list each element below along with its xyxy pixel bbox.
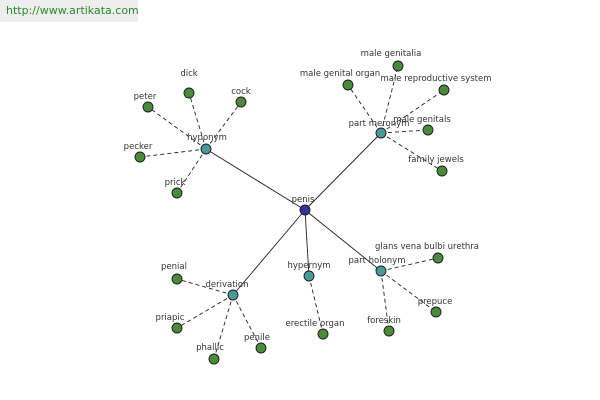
term-label-family-jewels: family jewels [408,155,464,165]
term-label-pecker: pecker [124,142,153,152]
relation-label-hypernym: hypernym [287,261,330,271]
term-label-foreskin: foreskin [367,316,401,326]
term-node-priapic[interactable] [171,322,183,334]
edge-part-meronym-to-term [347,84,382,134]
edge-part-holonym-to-term [380,270,390,332]
term-node-dick[interactable] [183,87,195,99]
term-node-erectile-organ[interactable] [317,328,329,340]
term-node-penile[interactable] [255,342,267,354]
edge-part-meronym-to-term [380,129,429,134]
term-node-peter[interactable] [142,101,154,113]
edge-hyponym-to-term [188,92,207,150]
term-label-peter: peter [134,92,157,102]
edge-center-to-hyponym [205,148,306,211]
center-node[interactable] [299,204,311,216]
edge-part-meronym-to-term [380,132,443,172]
edge-derivation-to-term [176,278,234,296]
term-label-priapic: priapic [156,313,185,323]
edge-center-to-part-holonym [304,209,382,272]
edge-hyponym-to-term [205,101,242,150]
term-label-penial: penial [161,262,187,272]
term-label-prick: prick [165,178,186,188]
term-label-cock: cock [231,87,251,97]
term-node-penial[interactable] [171,273,183,285]
relation-label-derivation: derivation [205,280,248,290]
term-label-male-reproductive-system: male reproductive system [380,74,491,84]
edge-part-holonym-to-term [380,270,437,313]
term-label-prepuce: prepuce [418,297,453,307]
term-node-family-jewels[interactable] [436,165,448,177]
edge-part-holonym-to-term [380,257,439,272]
edge-part-meronym-to-term [380,89,445,134]
edge-part-meronym-to-term [380,65,399,134]
term-label-glans-vena-bulbi-urethra: glans vena bulbi urethra [375,242,479,252]
center-label: penis [292,195,315,205]
edge-hypernym-to-term [308,275,324,335]
term-label-phallic: phallic [196,343,224,353]
watermark-url: http://www.artikata.com [6,4,139,17]
relation-label-part-meronym: part meronym [349,119,410,129]
term-node-pecker[interactable] [134,151,146,163]
term-node-male-genitals[interactable] [422,124,434,136]
term-node-foreskin[interactable] [383,325,395,337]
term-node-prepuce[interactable] [430,306,442,318]
term-node-male-genitalia[interactable] [392,60,404,72]
term-node-male-genital-organ[interactable] [342,79,354,91]
term-label-male-genitalia: male genitalia [361,49,422,59]
term-node-glans-vena-bulbi-urethra[interactable] [432,252,444,264]
term-node-prick[interactable] [171,187,183,199]
term-label-penile: penile [244,333,270,343]
term-label-erectile-organ: erectile organ [286,319,345,329]
term-label-dick: dick [180,69,197,79]
relation-node-hypernym[interactable] [303,270,315,282]
relation-label-hyponym: hyponym [187,133,227,143]
relation-node-derivation[interactable] [227,289,239,301]
edge-center-to-derivation [232,209,306,296]
edge-center-to-hypernym [304,209,310,277]
edge-derivation-to-term [176,294,234,329]
relation-node-part-meronym[interactable] [375,127,387,139]
term-node-phallic[interactable] [208,353,220,365]
edge-derivation-to-term [232,294,262,349]
term-node-cock[interactable] [235,96,247,108]
term-label-male-genital-organ: male genital organ [300,69,380,79]
relation-node-part-holonym[interactable] [375,265,387,277]
term-node-male-reproductive-system[interactable] [438,84,450,96]
edge-hyponym-to-term [147,106,207,150]
edge-center-to-part-meronym [304,132,382,211]
watermark: http://www.artikata.com [0,0,139,22]
relation-label-part-holonym: part holonym [349,256,406,266]
edge-hyponym-to-term [176,148,207,194]
relation-node-hyponym[interactable] [200,143,212,155]
term-label-male-genitals: male genitals [393,115,451,125]
